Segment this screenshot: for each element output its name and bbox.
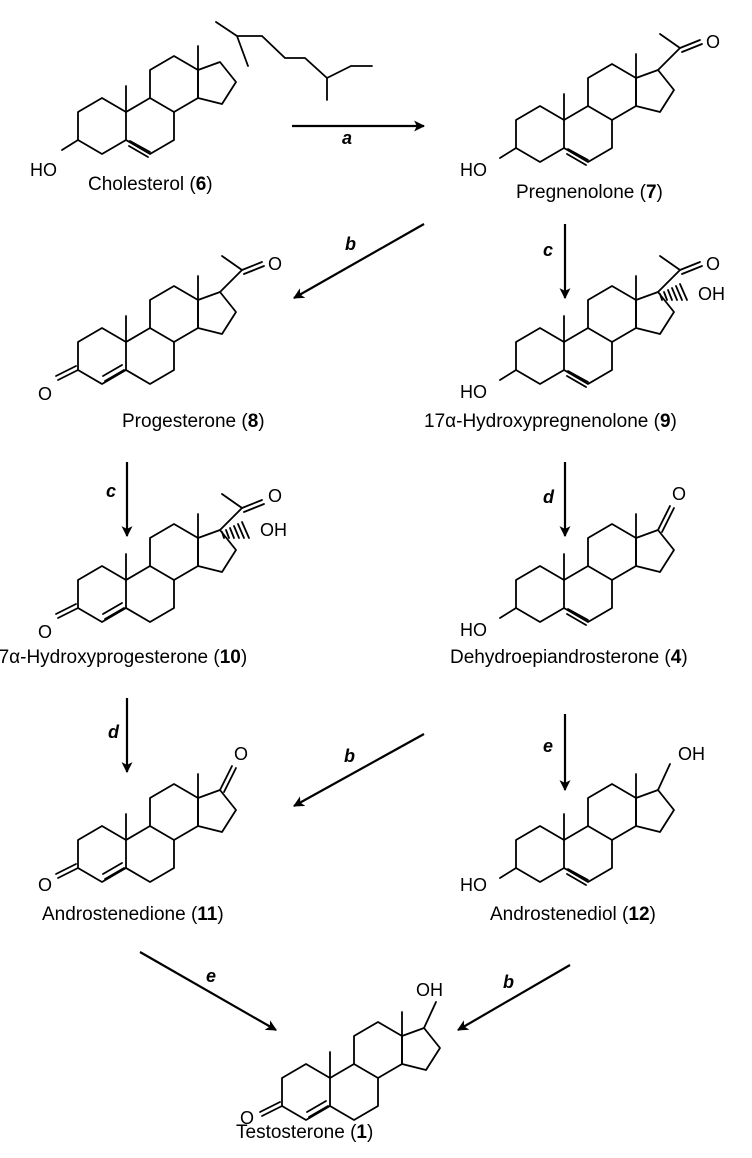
svg-text:d: d — [108, 722, 120, 742]
reaction-arrow-b-3: b — [457, 964, 571, 1031]
svg-text:b: b — [345, 234, 356, 254]
compound-label: Cholesterol (6) — [88, 174, 213, 195]
reaction-arrow-a: a — [292, 120, 426, 148]
reaction-arrow-b-1: b — [293, 223, 425, 299]
compound-label: Androstenediol (12) — [490, 904, 656, 925]
svg-text:b: b — [503, 972, 514, 992]
compound-label: 17α-Hydroxyprogesterone (10) — [0, 647, 247, 668]
hydroxyprogesterone-structure: O O OH 17α-Hydroxyprogesterone (10) — [0, 486, 287, 668]
carbonyl-o-label: O — [38, 875, 52, 895]
ketone-o-label: O — [268, 486, 282, 506]
hydroxyl-17-label: OH — [260, 520, 287, 540]
reaction-arrow-b-2: b — [293, 733, 425, 807]
reaction-arrow-d-2: d — [108, 698, 133, 774]
androstenediol-structure: HO OH Androstenediol (12) — [460, 744, 705, 925]
reaction-arrow-c-1: c — [543, 224, 571, 300]
carbonyl-o-label: O — [38, 384, 52, 404]
hydroxyl-label: HO — [30, 160, 57, 180]
dhea-structure: HO O Dehydroepiandrosterone (4) — [450, 484, 688, 668]
svg-text:e: e — [206, 966, 216, 986]
ketone-o-label: O — [672, 484, 686, 504]
testosterone-structure: O OH Testosterone (1) — [236, 980, 443, 1143]
compound-label: Androstenedione (11) — [42, 904, 224, 925]
carbonyl-o-label: O — [706, 254, 720, 274]
pregnenolone-structure: HO O Pregnenolone (7) — [460, 32, 720, 203]
ketone-o-label: O — [234, 744, 248, 764]
svg-text:a: a — [342, 128, 352, 148]
hydroxyl-label: HO — [460, 382, 487, 402]
reaction-arrow-c-2: c — [106, 462, 133, 538]
compound-label: Dehydroepiandrosterone (4) — [450, 647, 688, 668]
hydroxyl-17-label: OH — [698, 284, 725, 304]
hydroxyl-label: HO — [460, 160, 487, 180]
svg-text:c: c — [106, 481, 116, 501]
reaction-arrow-e-1: e — [543, 714, 571, 792]
svg-text:e: e — [543, 736, 553, 756]
androstenedione-structure: O O Androstenedione (11) — [38, 744, 248, 925]
hydroxypregnenolone-structure: HO O OH 17α-Hydroxypregnenolone (9) — [424, 254, 725, 432]
compound-label: Testosterone (1) — [236, 1122, 373, 1143]
hydroxyl-label: HO — [460, 875, 487, 895]
carbonyl-o-label: O — [38, 622, 52, 642]
cholesterol-structure: HO Cholesterol (6) — [30, 21, 373, 195]
hydroxyl-label: HO — [460, 620, 487, 640]
hydroxyl-17-label: OH — [416, 980, 443, 1000]
reaction-arrow-e-2: e — [139, 951, 277, 1031]
hydroxyl-17-label: OH — [678, 744, 705, 764]
carbonyl-o-label: O — [240, 1108, 254, 1128]
svg-text:b: b — [344, 746, 355, 766]
svg-text:d: d — [543, 487, 555, 507]
compound-label: Progesterone (8) — [122, 411, 265, 432]
progesterone-structure: O O Progesterone (8) — [38, 254, 282, 432]
carbonyl-o-label: O — [706, 32, 720, 52]
reaction-arrow-d-1: d — [543, 462, 571, 538]
svg-text:c: c — [543, 240, 553, 260]
compound-label: Pregnenolone (7) — [516, 182, 663, 203]
ketone-o-label: O — [268, 254, 282, 274]
compound-label: 17α-Hydroxypregnenolone (9) — [424, 411, 677, 432]
